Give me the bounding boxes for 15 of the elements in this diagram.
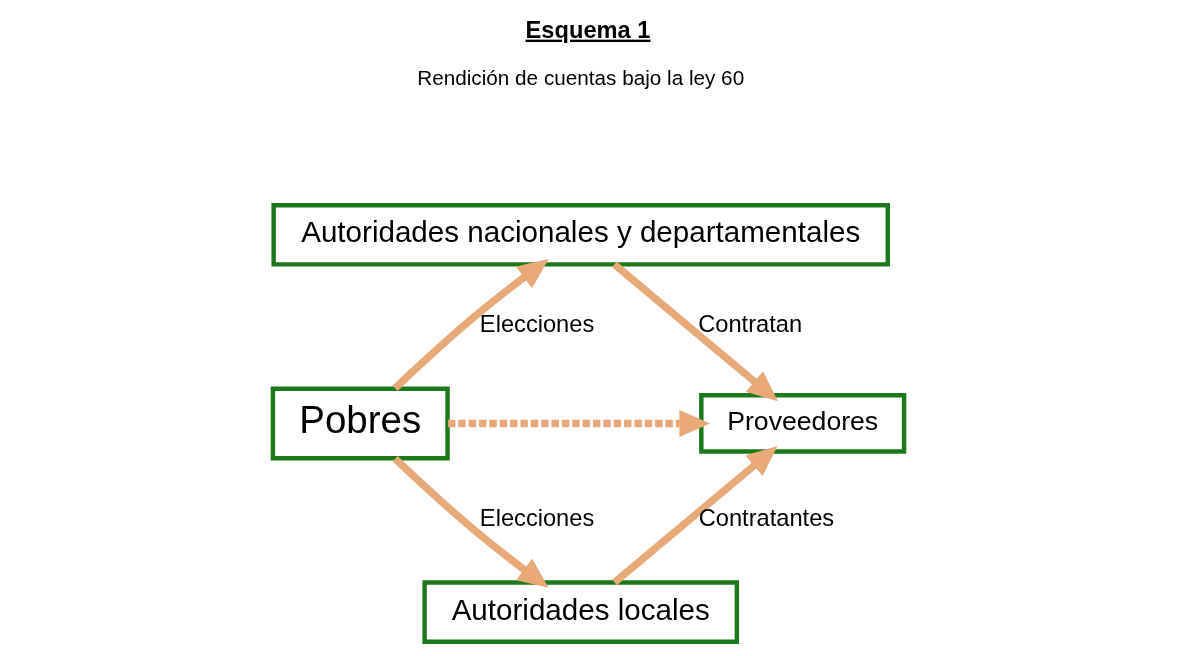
arrow xyxy=(612,446,778,586)
arrow xyxy=(392,456,549,588)
node-box: Autoridades locales xyxy=(422,580,740,644)
node-box: Proveedores xyxy=(699,393,907,454)
edge-label: Elecciones xyxy=(479,505,595,532)
edge-label: Contratan xyxy=(698,311,803,338)
arrow xyxy=(447,410,711,437)
diagram-title: Esquema 1 xyxy=(525,16,651,43)
arrow xyxy=(392,259,549,391)
node-box: Pobres xyxy=(270,386,450,461)
edge-label: Elecciones xyxy=(479,311,595,338)
node-box: Autoridades nacionales y departamentales xyxy=(271,202,890,267)
arrow xyxy=(612,261,778,402)
edge-label: Contratantes xyxy=(698,505,835,532)
label: Rendición de cuentas bajo la ley 60 xyxy=(417,65,745,89)
